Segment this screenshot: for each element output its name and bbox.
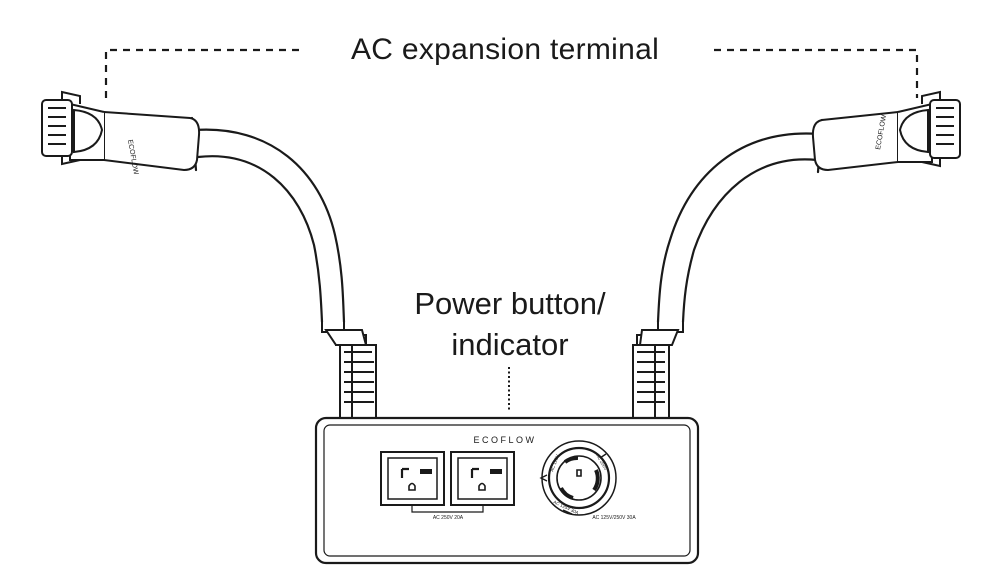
twist-lock-ring-text-1: AC 125V	[549, 454, 560, 473]
left-strain-relief	[321, 322, 377, 419]
left-cable	[190, 116, 346, 324]
twist-lock-rating-label: AC 125V/250V 30A	[592, 515, 636, 521]
twist-lock-outlet	[539, 440, 617, 516]
outlet-1	[380, 451, 445, 506]
brand-logo: ECOFLOW	[473, 435, 536, 445]
ac-terminal-bracket	[104, 48, 919, 98]
power-button-indicator-label: Power button/ indicator	[360, 283, 660, 365]
right-strain-relief	[632, 322, 684, 419]
outlet-rating-label: AC 250V 20A	[433, 515, 464, 521]
ac-expansion-terminal-label: AC expansion terminal	[300, 30, 710, 70]
left-connector-plug: ECOFLOW	[41, 90, 201, 176]
outlet-rating-bracket	[411, 505, 484, 513]
right-connector-plug: ECOFLOW	[811, 90, 961, 172]
right-cable	[656, 118, 824, 324]
power-button-label-line1: Power button/	[414, 286, 606, 321]
power-button-label-line2: indicator	[451, 327, 569, 362]
outlet-2	[450, 451, 515, 506]
